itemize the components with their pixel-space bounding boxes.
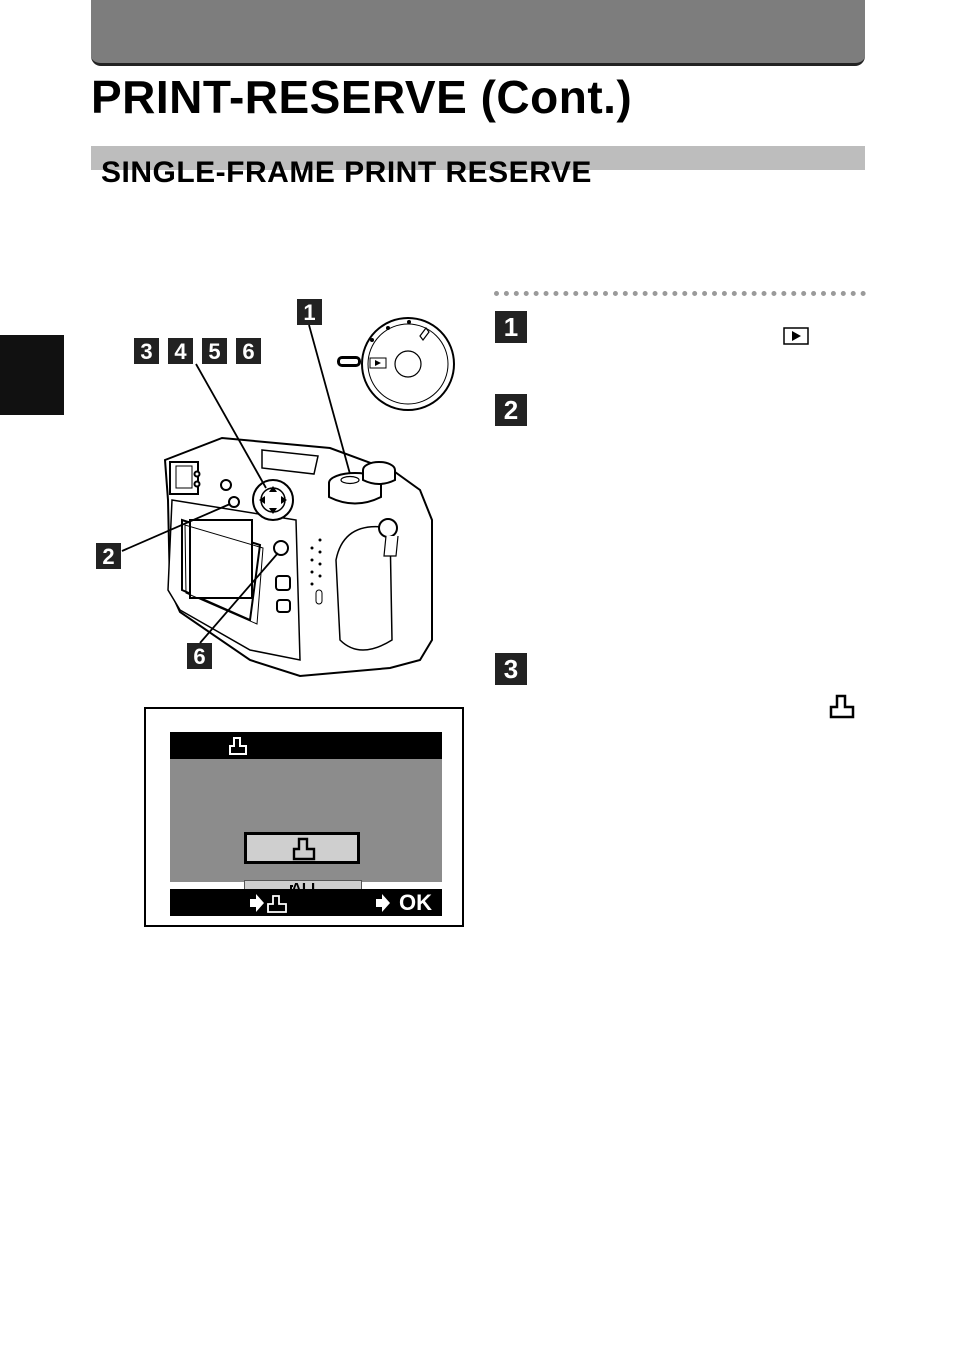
arrow-icon bbox=[376, 894, 390, 912]
print-icon bbox=[229, 737, 247, 755]
lcd-footer: OK bbox=[170, 889, 442, 916]
callout-5: 5 bbox=[202, 338, 227, 364]
step-number-2: 2 bbox=[495, 394, 527, 426]
section-band bbox=[91, 146, 865, 170]
callout-4: 4 bbox=[168, 338, 193, 364]
callout-1: 1 bbox=[297, 299, 322, 325]
callout-6-bottom: 6 bbox=[187, 643, 212, 669]
steps-divider bbox=[494, 291, 866, 296]
callout-6-top: 6 bbox=[236, 338, 261, 364]
arrow-print-hint bbox=[250, 894, 287, 913]
ok-label: OK bbox=[399, 890, 432, 915]
section-title: SINGLE-FRAME PRINT RESERVE bbox=[101, 156, 592, 189]
lcd-menu-area: ALL bbox=[170, 759, 442, 912]
print-icon bbox=[829, 694, 855, 719]
chapter-tab bbox=[0, 335, 64, 415]
print-icon bbox=[292, 837, 316, 861]
step-number-3: 3 bbox=[495, 653, 527, 685]
print-icon bbox=[267, 895, 287, 913]
page-title: PRINT-RESERVE (Cont.) bbox=[91, 71, 633, 123]
lcd-screen: ALL OK bbox=[144, 707, 464, 927]
lcd-header bbox=[170, 732, 442, 759]
playback-icon bbox=[783, 327, 809, 345]
camera-illustration bbox=[121, 317, 455, 678]
header-bar bbox=[91, 0, 865, 66]
mode-dial-detail bbox=[337, 317, 455, 411]
arrow-icon bbox=[250, 894, 264, 912]
step-number-1: 1 bbox=[495, 311, 527, 343]
callout-2: 2 bbox=[96, 543, 121, 569]
callout-3: 3 bbox=[134, 338, 159, 364]
single-print-option[interactable] bbox=[244, 832, 360, 864]
